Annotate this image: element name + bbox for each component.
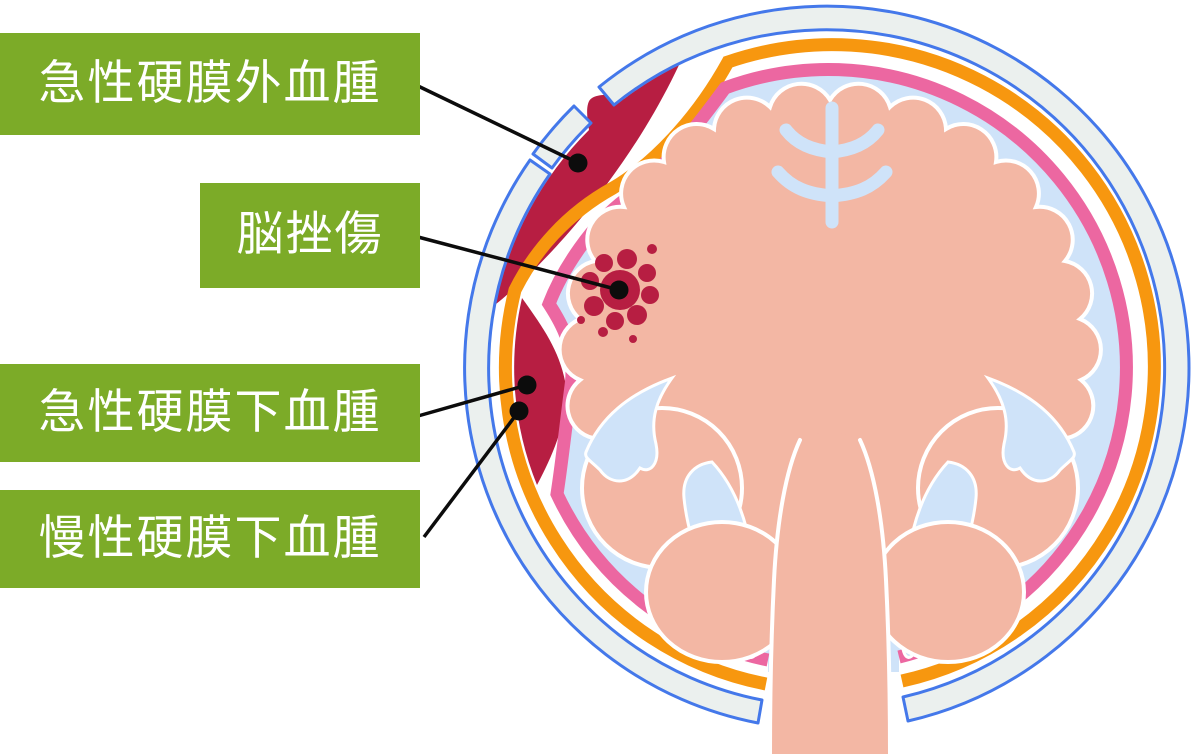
dura-layer-orange (498, 38, 1161, 691)
subdural-hematoma-shape (514, 298, 567, 485)
cerebellum-right (870, 520, 1026, 664)
label-box-acute-subdural: 急性硬膜下血腫 (0, 364, 420, 462)
lateral-fissure-left (584, 374, 677, 483)
skull-band (463, 4, 1191, 725)
leader-lines (417, 84, 620, 539)
leader-line-acute-subdural (417, 383, 528, 418)
leader-line-chronic-subdural (422, 409, 521, 539)
lateral-fissure-right (983, 374, 1076, 483)
leader-line-epidural (417, 84, 579, 165)
skull-band-left-segment (463, 158, 764, 725)
brainstem (768, 432, 892, 754)
label-box-acute-epidural: 急性硬膜外血腫 (0, 33, 420, 135)
interhemispheric-fissure (771, 101, 893, 229)
marker-dot-chronic-subdural (509, 401, 529, 421)
skull-band-main-segment (597, 4, 1191, 723)
label-box-contusion: 脳挫傷 (200, 183, 420, 288)
marker-dots (509, 153, 629, 421)
arachnoid-layer-pink (541, 63, 1133, 667)
leader-line-contusion (417, 235, 620, 292)
skull-fracture-fragment (531, 104, 593, 170)
marker-dot-acute-subdural (517, 375, 537, 395)
marker-dot-contusion (609, 280, 629, 300)
label-text-acute-epidural: 急性硬膜外血腫 (38, 57, 382, 110)
label-text-chronic-subdural: 慢性硬膜下血腫 (38, 512, 382, 565)
label-box-chronic-subdural: 慢性硬膜下血腫 (0, 490, 420, 588)
label-text-contusion: 脳挫傷 (236, 209, 384, 261)
label-text-acute-subdural: 急性硬膜下血腫 (38, 386, 382, 439)
marker-dot-epidural (568, 153, 588, 173)
